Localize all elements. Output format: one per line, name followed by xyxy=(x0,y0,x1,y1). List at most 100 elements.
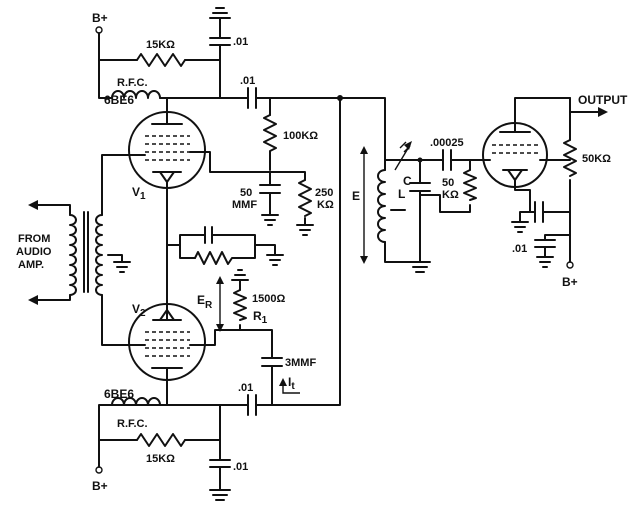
r250k-label-a: 250 xyxy=(315,187,333,199)
v2-grid-lead xyxy=(189,329,273,359)
r15k-bottom-label: 15KΩ xyxy=(146,453,175,465)
from-audio-label-1: FROM xyxy=(18,233,50,245)
input-arrow-top xyxy=(28,200,38,210)
top-decouple-label: .01 xyxy=(233,36,248,48)
r250k-wire xyxy=(269,171,306,226)
r1500-label: 1500Ω xyxy=(252,293,285,305)
secondary-to-v1 xyxy=(101,154,146,216)
v2-grids xyxy=(145,331,190,357)
transformer-input-top xyxy=(34,204,71,216)
r50k-plate-resistor xyxy=(563,139,577,177)
rfc-top-label: R.F.C. xyxy=(117,77,148,89)
r15k-top-label: 15KΩ xyxy=(146,39,175,51)
e-arrow-head-bottom xyxy=(360,256,368,264)
junction-top-bus xyxy=(337,95,343,101)
r250k-resistor xyxy=(298,179,312,217)
output-tube-cathode-lead xyxy=(514,179,531,213)
rc-network-ground xyxy=(266,254,284,266)
c3mmf-cap xyxy=(261,357,283,367)
r100k-label: 100KΩ xyxy=(283,130,318,142)
secondary-to-v2 xyxy=(101,294,146,346)
output-01-label: .01 xyxy=(512,243,527,255)
r15k-top-resistor xyxy=(136,53,186,67)
c3mmf-label: 3MMF xyxy=(285,357,316,369)
top-coupling-label: .01 xyxy=(240,75,255,87)
center-tap-ground xyxy=(113,261,131,273)
lower-coupling-cap xyxy=(247,394,257,416)
c50mmf-cap xyxy=(259,184,281,194)
v2-plate xyxy=(151,367,183,406)
rc-network-cap xyxy=(204,226,218,244)
output-tube-grids xyxy=(492,144,538,154)
output-label: OUTPUT xyxy=(578,93,628,107)
c00025-label: .00025 xyxy=(430,137,464,149)
v1-label: V1 xyxy=(132,185,146,202)
r1-resistor xyxy=(233,289,247,321)
top-out-wire xyxy=(255,97,386,161)
v1-grid-lead xyxy=(189,151,271,173)
tank-cap xyxy=(409,182,431,192)
er-arrow-head-bottom xyxy=(216,324,224,332)
tank-bottom-wire xyxy=(384,209,421,263)
transformer-secondary xyxy=(95,214,103,296)
v1-section: B+ 15KΩ R.F.C. .01 .01 100KΩ V1 6BE6 xyxy=(92,7,386,236)
bottom-decouple-label: .01 xyxy=(233,461,248,473)
output-01-ground xyxy=(536,256,554,268)
r50k-grid-resistor xyxy=(463,169,477,201)
tank-variable-head xyxy=(404,141,412,150)
tank-coil xyxy=(377,169,386,243)
transformer-core xyxy=(83,211,89,293)
top-decouple-cap xyxy=(209,17,231,46)
v1-cathode xyxy=(152,171,182,183)
inductor-label: L xyxy=(398,187,405,201)
rfc-bottom-coil xyxy=(111,397,161,406)
b-plus-top-wire xyxy=(98,32,113,99)
v1-plate xyxy=(151,97,183,125)
tank-variable-ticks xyxy=(399,141,411,153)
r50k-grid-wires xyxy=(419,159,471,213)
b-plus-bottom-wire xyxy=(98,404,113,456)
output-tube-plate xyxy=(499,97,571,133)
it-arrow-head xyxy=(279,378,287,386)
rc-network-wires xyxy=(166,234,276,259)
transformer-primary xyxy=(69,214,77,296)
b-plus-label-top: B+ xyxy=(92,11,108,25)
it-arrow-line xyxy=(282,385,300,394)
v2-section: V2 6BE6 1500Ω R1 ER 3MMF It .01 R.F.C. xyxy=(92,95,343,501)
bottom-decouple-cap xyxy=(209,459,231,491)
b-plus-label-bottom: B+ xyxy=(92,479,108,493)
c50mmf-label-a: 50 xyxy=(240,187,252,199)
rfc-bottom-label: R.F.C. xyxy=(117,418,148,430)
tank-ground xyxy=(409,261,431,273)
output-bypass-cap xyxy=(519,201,571,223)
bottom-ground-symbol xyxy=(209,489,231,501)
top-coupling-cap xyxy=(247,87,257,109)
e-arrow-head-top xyxy=(360,146,368,154)
from-audio-label-3: AMP. xyxy=(18,259,44,271)
r250k-ground xyxy=(296,224,314,236)
rc-network-resistor xyxy=(194,251,239,265)
audio-transformer: FROM AUDIO AMP. xyxy=(16,154,146,346)
rfc-top-coil xyxy=(111,90,161,99)
r100k-resistor xyxy=(263,114,277,159)
tank-cap-label: C xyxy=(403,174,412,188)
lower-out-wire xyxy=(255,97,341,406)
tank-bus-top xyxy=(384,159,421,171)
r250k-label-b: KΩ xyxy=(317,199,334,211)
r15k-bottom-resistor xyxy=(136,433,186,447)
c00025-cap xyxy=(442,149,452,171)
lower-coupling-label: .01 xyxy=(238,382,253,394)
output-tube-cathode xyxy=(502,159,571,181)
v2-cathode xyxy=(152,309,182,321)
top-ground-symbol xyxy=(209,7,231,19)
cathode-network xyxy=(166,199,284,321)
output-01-cap xyxy=(534,239,556,258)
er-arrow-head-top xyxy=(216,276,224,284)
b-plus-terminal-right xyxy=(566,261,574,269)
r50k-plate-label: 50KΩ xyxy=(582,153,611,165)
r1-ground xyxy=(231,269,249,286)
b-plus-label-right: B+ xyxy=(562,275,578,289)
from-audio-label-2: AUDIO xyxy=(16,246,52,258)
e-label: E xyxy=(352,189,360,203)
output-arrow-head xyxy=(598,107,608,117)
